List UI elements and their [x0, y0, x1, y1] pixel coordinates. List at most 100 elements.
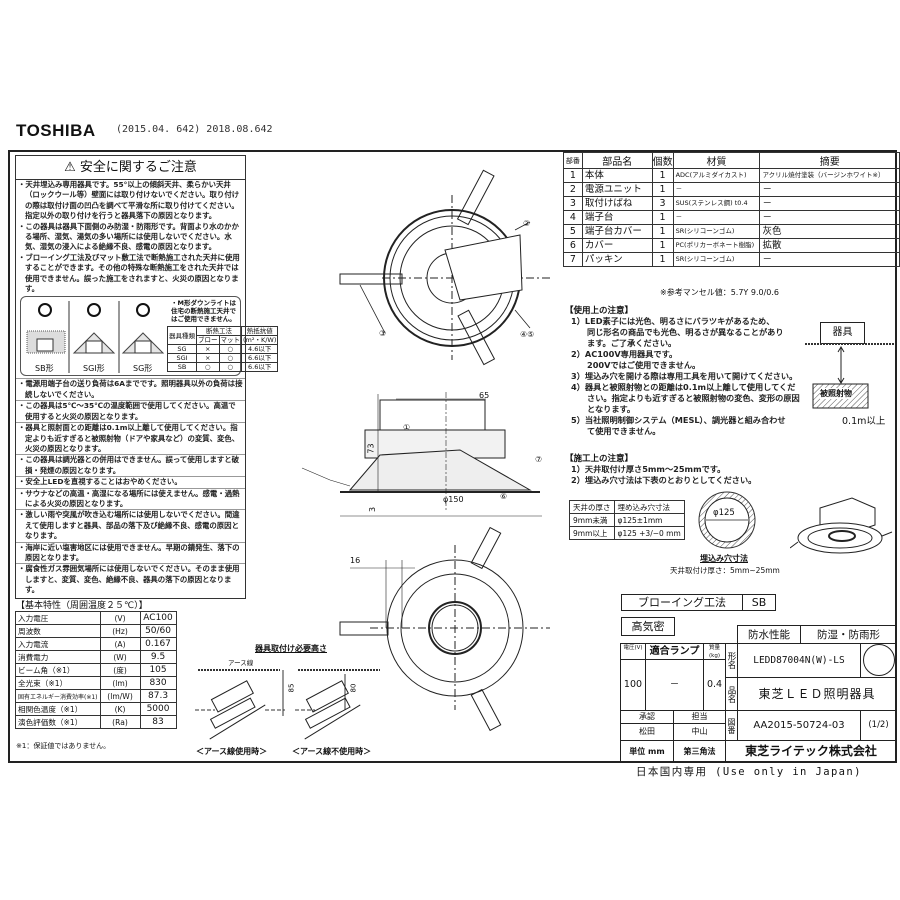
- parts-cell: 1: [651, 210, 674, 225]
- safety-item: ・腐食性ガス雰囲気場所には使用しないでください。そのまま使用しますと、変質、変色…: [16, 563, 245, 595]
- product-name: 東芝ＬＥＤ照明器具: [737, 677, 897, 711]
- usage-note-line: 5）当社照明制御システム（MESL）、調光器と組み合わせ: [571, 415, 786, 425]
- type-label: SGI形: [83, 364, 105, 374]
- usage-note-line: 2）AC100V専用器具です。: [571, 349, 678, 359]
- spec-cell: 5000: [139, 702, 177, 716]
- safety-title: ⚠ 安全に関するご注意: [16, 156, 245, 180]
- method-label: ブローイング工法: [621, 594, 743, 611]
- spec-cell: 演色評価数（※1）: [15, 715, 101, 729]
- spec-row: 相関色温度（※1）(K)5000: [15, 702, 177, 716]
- construction-notes: 【施工上の注意】 1）天井取付け厚さ5mm～25mmです。 2）埋込み穴寸法は下…: [565, 452, 756, 486]
- drawing-number: AA2015-50724-03: [737, 710, 861, 741]
- approver-name: 松田: [620, 723, 674, 741]
- mass-head: 質量(kg): [703, 643, 726, 660]
- caption-with-earth: ＜アース線使用時＞: [196, 747, 268, 756]
- cell: φ125±1mm: [613, 513, 685, 527]
- spec-cell: 105: [139, 663, 177, 677]
- lamp-head: 適合ランプ: [645, 643, 704, 660]
- waterproof-value: 防湿・防雨形: [800, 625, 897, 644]
- cell: ○: [218, 344, 242, 355]
- specs-title: 【基本特性（周囲温度２５℃）】: [16, 601, 148, 611]
- drawing-frame: [8, 150, 897, 763]
- safety-item: ・電源用端子台の送り負荷は6Aまでです。照明器具以外の負荷は接続しないでください…: [16, 378, 245, 400]
- table-subheader: ブロー: [196, 335, 220, 346]
- cell: φ125 +3/−0 mm: [613, 526, 685, 540]
- safety-item: ・この器具は器具下面側のみ防湿・防雨形です。背面より水のかかる場所、湿気、湯気の…: [18, 221, 239, 252]
- approve-label: 承認: [620, 710, 674, 724]
- spec-cell: 消費電力: [15, 650, 101, 664]
- parts-cell: 2: [563, 182, 583, 197]
- safety-item: ・この器具は5℃～35℃の温度範囲で使用してください。高温で使用すると火災の原因…: [16, 400, 245, 422]
- spec-cell: AC100: [139, 611, 177, 625]
- charge-name: 中山: [673, 723, 726, 741]
- parts-cell: 取付けばね: [581, 196, 653, 211]
- spec-row: 周波数(Hz)50/60: [15, 624, 177, 638]
- safety-item: ・激しい雨や突風が吹き込む場所には使用しないでください。間違えて使用しますと器具…: [16, 509, 245, 541]
- mark-cell: [860, 643, 897, 678]
- parts-cell: 4: [563, 210, 583, 225]
- parts-cell: 3: [563, 196, 583, 211]
- table-header: 器具種類: [167, 326, 197, 346]
- table-header: 埋め込み穴寸法: [613, 500, 685, 514]
- spec-cell: (lm): [99, 676, 141, 690]
- spec-cell: 周波数: [15, 624, 101, 638]
- usage-note-line: 同じ形名の商品でも光色、明るさが異なることがあり: [587, 327, 784, 337]
- construction-item: 2）埋込み穴寸法は下表のとおりとしてください。: [571, 475, 757, 485]
- voltage-value: 100: [620, 659, 646, 711]
- distance-label: 0.1m以上: [842, 416, 886, 427]
- safety-item: ・海岸に近い塩害地区には使用できません。早期の錆発生、落下の原因となります。: [16, 541, 245, 564]
- cell: 9mm未満: [569, 513, 615, 527]
- cell: 9mm以上: [569, 526, 615, 540]
- parts-cell: 1: [651, 182, 674, 197]
- safety-item: ・器具と照射面との距離は0.1m以上離して使用してください。指定よりも近すぎると…: [16, 422, 245, 454]
- table-header: 断熱工法: [196, 326, 242, 337]
- spec-cell: 入力電流: [15, 637, 101, 651]
- spec-row: 消費電力(W)9.5: [15, 650, 177, 664]
- usage-note-line: となります。: [587, 404, 636, 414]
- voltage-head: 電圧(V): [620, 643, 646, 660]
- munsell-note: ※参考マンセル値：5.7Y 9.0/0.6: [660, 288, 779, 297]
- parts-cell: －: [759, 196, 900, 211]
- callout-4-5: ④⑤: [520, 330, 535, 339]
- japan-only-note: 日本国内専用 (Use only in Japan): [636, 766, 862, 778]
- parts-cell: SUS(ステンレス鋼) t0.4: [672, 196, 761, 211]
- spec-cell: (Ra): [99, 715, 141, 729]
- parts-cell: 電源ユニット: [581, 182, 653, 197]
- parts-cell: －: [759, 252, 900, 267]
- usage-note-line: 200Vではご使用できません。: [587, 360, 701, 370]
- parts-cell: 1: [651, 252, 674, 267]
- spec-cell: (lm/W): [99, 689, 141, 703]
- insulation-table: 器具種類断熱工法熱抵抗値 ブローマット(m²・K/W) SG×○4.6以下 SG…: [167, 326, 279, 373]
- approval-circle: [862, 644, 895, 676]
- model-number: LEDD87004N(W)-LS: [737, 643, 861, 678]
- bottom-view: [339, 526, 550, 732]
- revision-text: (2015.04. 642) 2018.08.642: [116, 124, 273, 135]
- m-type-note: ・M形ダウンライトは住宅の断熱施工天井ではご使用できません。: [171, 299, 236, 324]
- parts-cell: アクリル焼付塗装（バージンホワイト※）: [759, 168, 900, 183]
- dim-diameter: φ150: [443, 495, 464, 504]
- distance-diagram: [805, 343, 895, 409]
- spec-cell: 全光束（※1）: [15, 676, 101, 690]
- parts-cell: カバー: [581, 238, 653, 253]
- parts-cell: －: [672, 210, 761, 225]
- spec-cell: ビーム角（※1）: [15, 663, 101, 677]
- fixture-perspective: [790, 497, 893, 554]
- unit-label: 単位 mm: [620, 740, 674, 763]
- usage-note-line: 4）器具と被照射物との距離は0.1m以上離して使用してくだ: [571, 382, 796, 392]
- parts-cell: パッキン: [581, 252, 653, 267]
- cell: SB: [167, 362, 197, 373]
- install-title: 器具取付け必要高さ: [255, 644, 327, 653]
- cell: SG: [167, 344, 197, 355]
- waterproof-label: 防水性能: [737, 625, 801, 644]
- spec-cell: 固有エネルギー消費効率(※1): [15, 689, 101, 703]
- fixture-drawings: [301, 169, 550, 732]
- specs-footnote: ※1：保証値ではありません。: [16, 742, 111, 750]
- callout-3: ③: [379, 329, 387, 338]
- spec-cell: 83: [139, 715, 177, 729]
